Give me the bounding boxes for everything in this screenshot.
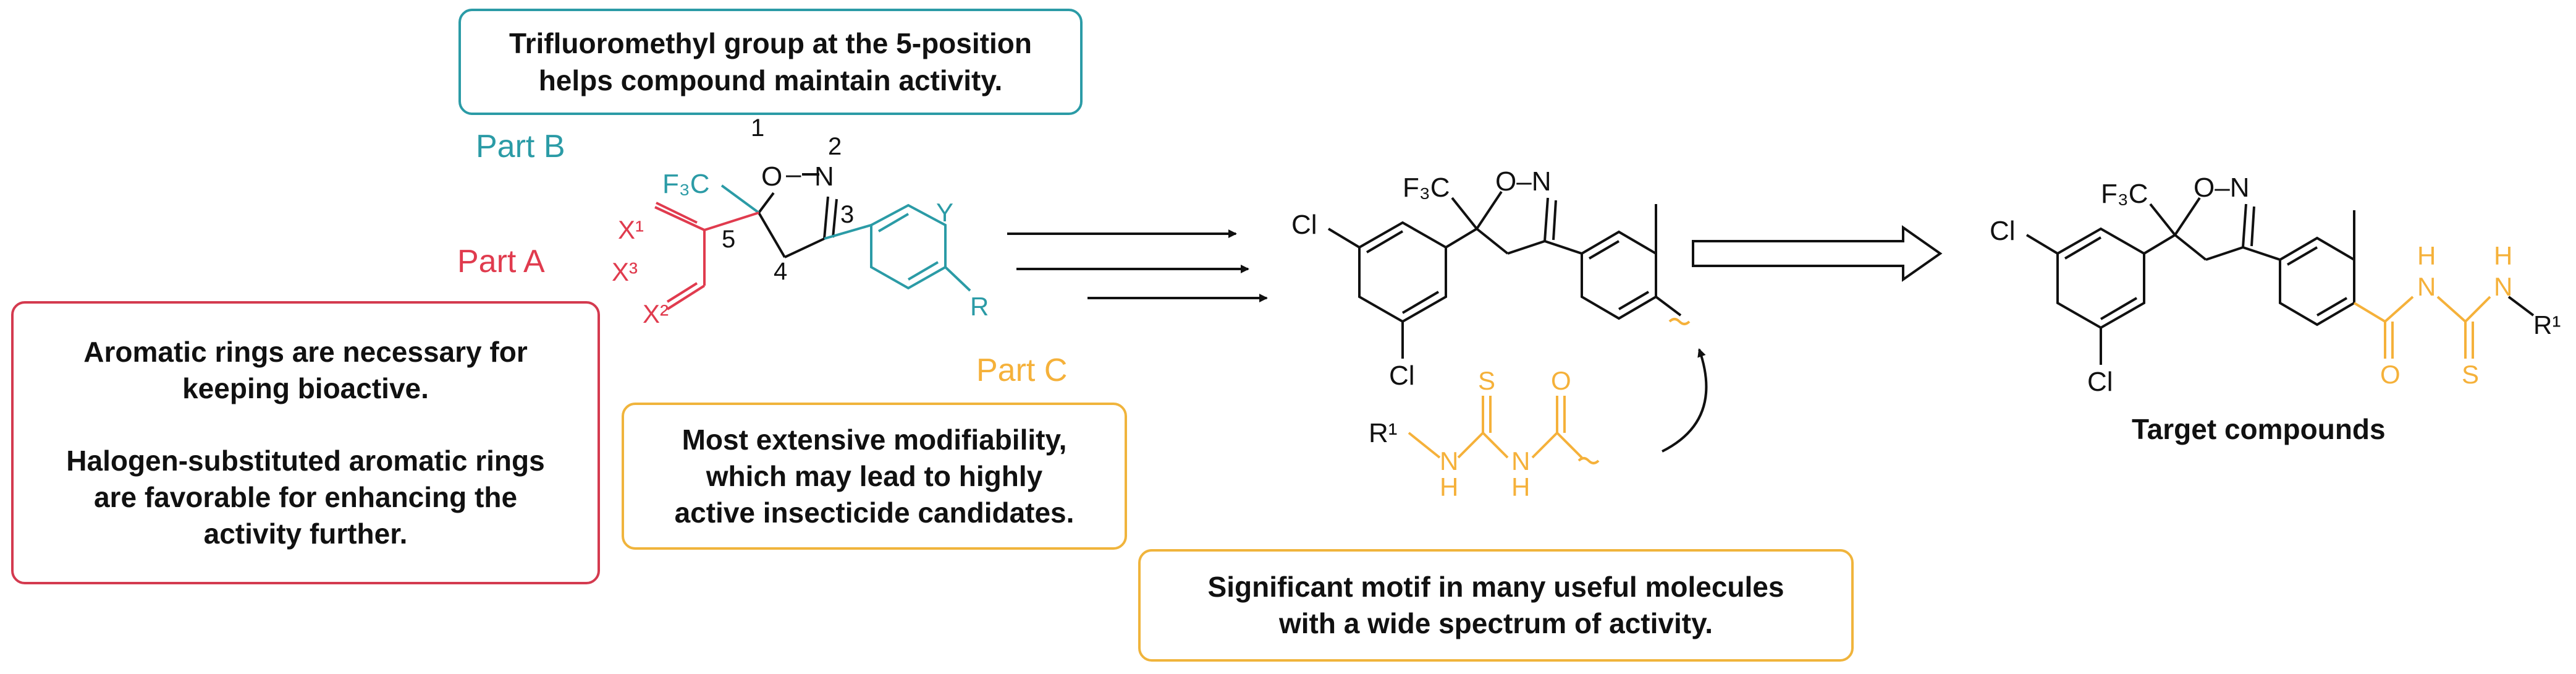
target-o: O bbox=[2380, 360, 2401, 389]
part-a-label: Part A bbox=[457, 244, 545, 279]
fragment-n2: N bbox=[1511, 446, 1530, 476]
intermediate-cl-bottom: Cl bbox=[1389, 360, 1415, 391]
target-n2: N bbox=[2494, 272, 2512, 301]
aromatic-note-text-1: Aromatic rings are necessary for keeping… bbox=[83, 335, 528, 404]
motif-note-text: Significant motif in many useful molecul… bbox=[1207, 571, 1784, 639]
scaffold-oxygen: O bbox=[761, 161, 782, 192]
intermediate-cl-top: Cl bbox=[1291, 210, 1317, 240]
cf3-note-text: Trifluoromethyl group at the 5-position … bbox=[509, 27, 1032, 96]
target-caption: Target compounds bbox=[2132, 413, 2386, 445]
intermediate-o-n: O–N bbox=[1495, 166, 1551, 197]
target-s: S bbox=[2462, 360, 2479, 389]
fragment-h2: H bbox=[1511, 472, 1530, 501]
part-c-note-box: Most extensive modifiability, which may … bbox=[622, 403, 1127, 550]
part-c-note-text: Most extensive modifiability, which may … bbox=[674, 423, 1075, 529]
fragment-n1: N bbox=[1440, 446, 1458, 476]
position-2-label: 2 bbox=[828, 133, 842, 160]
scaffold-x1: X¹ bbox=[618, 215, 644, 244]
scaffold-o-n-dash: – bbox=[786, 159, 801, 189]
position-5-label: 5 bbox=[722, 226, 735, 253]
aromatic-note-text-2: Halogen-substituted aromatic rings are f… bbox=[66, 444, 545, 550]
target-cl-top: Cl bbox=[1990, 216, 2016, 246]
scaffold-nitrogen: N bbox=[814, 161, 834, 192]
target-o-n: O–N bbox=[2194, 173, 2249, 203]
part-b-label: Part B bbox=[476, 129, 565, 164]
fragment-o: O bbox=[1551, 366, 1571, 395]
position-1-label: 1 bbox=[751, 114, 764, 142]
motif-note-box: Significant motif in many useful molecul… bbox=[1138, 549, 1854, 662]
target-h1: H bbox=[2417, 241, 2436, 270]
scaffold-r: R bbox=[970, 292, 989, 321]
cf3-note-box: Trifluoromethyl group at the 5-position … bbox=[458, 9, 1083, 115]
intermediate-structure: Cl Cl F₃C O–N bbox=[1291, 166, 1691, 391]
hollow-arrow bbox=[1692, 225, 1943, 282]
aromatic-note-box: Aromatic rings are necessary for keeping… bbox=[11, 301, 600, 584]
intermediate-cf3: F₃C bbox=[1403, 173, 1450, 203]
target-n1: N bbox=[2417, 272, 2436, 301]
scaffold-y: Y bbox=[936, 198, 953, 227]
curved-arrow bbox=[1662, 348, 1708, 453]
scaffold-x3: X³ bbox=[612, 257, 638, 286]
part-c-ring-bonds bbox=[824, 203, 971, 292]
position-3-label: 3 bbox=[840, 201, 854, 228]
target-r1: R¹ bbox=[2533, 310, 2561, 339]
synthesis-arrows bbox=[1007, 229, 1268, 302]
fragment-s: S bbox=[1478, 366, 1495, 395]
part-a-ring-bonds bbox=[654, 202, 759, 310]
scaffold-cf3: F₃C bbox=[662, 169, 710, 199]
fragment-r1: R¹ bbox=[1369, 418, 1397, 448]
target-structure: Cl Cl F₃C O–N O S H N H N R¹ Target comp… bbox=[1990, 173, 2561, 445]
target-h2: H bbox=[2494, 241, 2512, 270]
scaffold-x2: X² bbox=[643, 299, 669, 328]
target-cl-bottom: Cl bbox=[2087, 367, 2113, 397]
fragment-h1: H bbox=[1440, 472, 1458, 501]
position-4-label: 4 bbox=[774, 258, 787, 285]
general-scaffold: Part B Part A Part C 1 2 3 4 5 O – N F₃C bbox=[457, 114, 1067, 388]
acylthiourea-fragment: R¹ S O N H N H bbox=[1369, 366, 1600, 501]
isoxazoline-ring-bonds bbox=[758, 173, 838, 258]
target-cf3: F₃C bbox=[2101, 179, 2148, 209]
part-c-label: Part C bbox=[976, 352, 1067, 388]
